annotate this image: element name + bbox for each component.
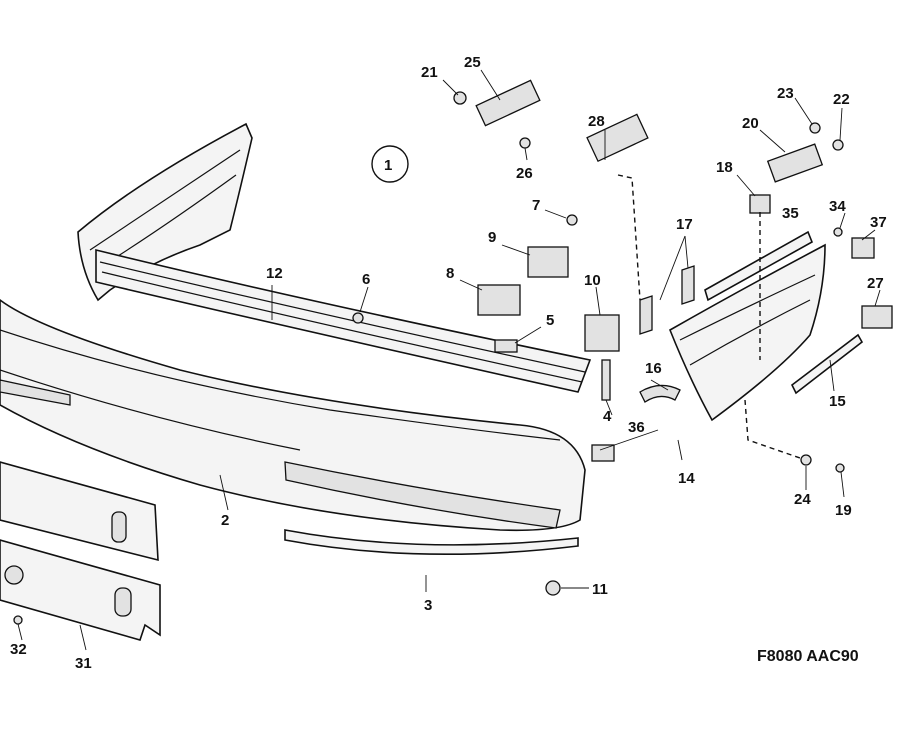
bracket-37	[851, 237, 875, 259]
label-36: 36	[628, 419, 645, 436]
label-15: 15	[829, 393, 846, 410]
label-20: 20	[742, 115, 759, 132]
label-4: 4	[603, 408, 612, 425]
label-14: 14	[678, 470, 695, 487]
label-17: 17	[676, 216, 693, 233]
plate-9	[527, 246, 569, 278]
screw-21	[453, 91, 467, 105]
bracket-17a	[639, 295, 653, 335]
figure-code: F8080 AAC90	[757, 648, 859, 665]
trim-strip-15	[790, 333, 864, 395]
label-6: 6	[362, 271, 370, 288]
label-35: 35	[782, 205, 799, 222]
label-31: 31	[75, 655, 92, 672]
screw-6	[352, 312, 364, 324]
license-plate-holder	[0, 461, 159, 562]
label-12: 12	[266, 265, 283, 282]
screw-22	[832, 139, 844, 151]
bracket-27	[861, 305, 893, 329]
label-22: 22	[833, 91, 850, 108]
label-2: 2	[221, 512, 229, 529]
label-5: 5	[546, 312, 554, 329]
label-19: 19	[835, 502, 852, 519]
label-10: 10	[584, 272, 601, 289]
nut-11	[545, 580, 561, 596]
clip-36	[591, 444, 615, 462]
label-37: 37	[870, 214, 887, 231]
bracket-28	[586, 113, 649, 163]
bracket-20	[766, 143, 824, 183]
label-18: 18	[716, 159, 733, 176]
bracket-25	[475, 79, 541, 127]
screw-23	[809, 122, 821, 134]
label-25: 25	[464, 54, 481, 71]
screw-34	[833, 227, 843, 237]
bumper-cover	[0, 299, 586, 532]
label-24: 24	[794, 491, 811, 508]
label-23: 23	[777, 85, 794, 102]
bracket-18	[749, 194, 771, 214]
trim-strip-35	[704, 230, 814, 302]
nut-7	[566, 214, 578, 226]
label-34: 34	[829, 198, 846, 215]
label-21: 21	[421, 64, 438, 81]
spoiler-strip	[284, 529, 579, 555]
bolt-4	[601, 359, 611, 401]
label-28: 28	[588, 113, 605, 130]
label-8: 8	[446, 265, 454, 282]
screw-19	[835, 463, 845, 473]
label-16: 16	[645, 360, 662, 377]
clip-5	[494, 339, 518, 353]
label-7: 7	[532, 197, 540, 214]
label-3: 3	[424, 597, 432, 614]
callout-number: 1	[384, 157, 392, 174]
label-11: 11	[592, 581, 608, 598]
holder-10	[584, 314, 620, 352]
screw-32	[13, 615, 23, 625]
label-9: 9	[488, 229, 496, 246]
screw-26	[519, 137, 531, 149]
washer-24	[800, 454, 812, 466]
label-27: 27	[867, 275, 884, 292]
label-26: 26	[516, 165, 533, 182]
bracket-17b	[681, 265, 695, 305]
bracket-8	[477, 284, 521, 316]
label-32: 32	[10, 641, 27, 658]
clip-16	[639, 384, 681, 403]
